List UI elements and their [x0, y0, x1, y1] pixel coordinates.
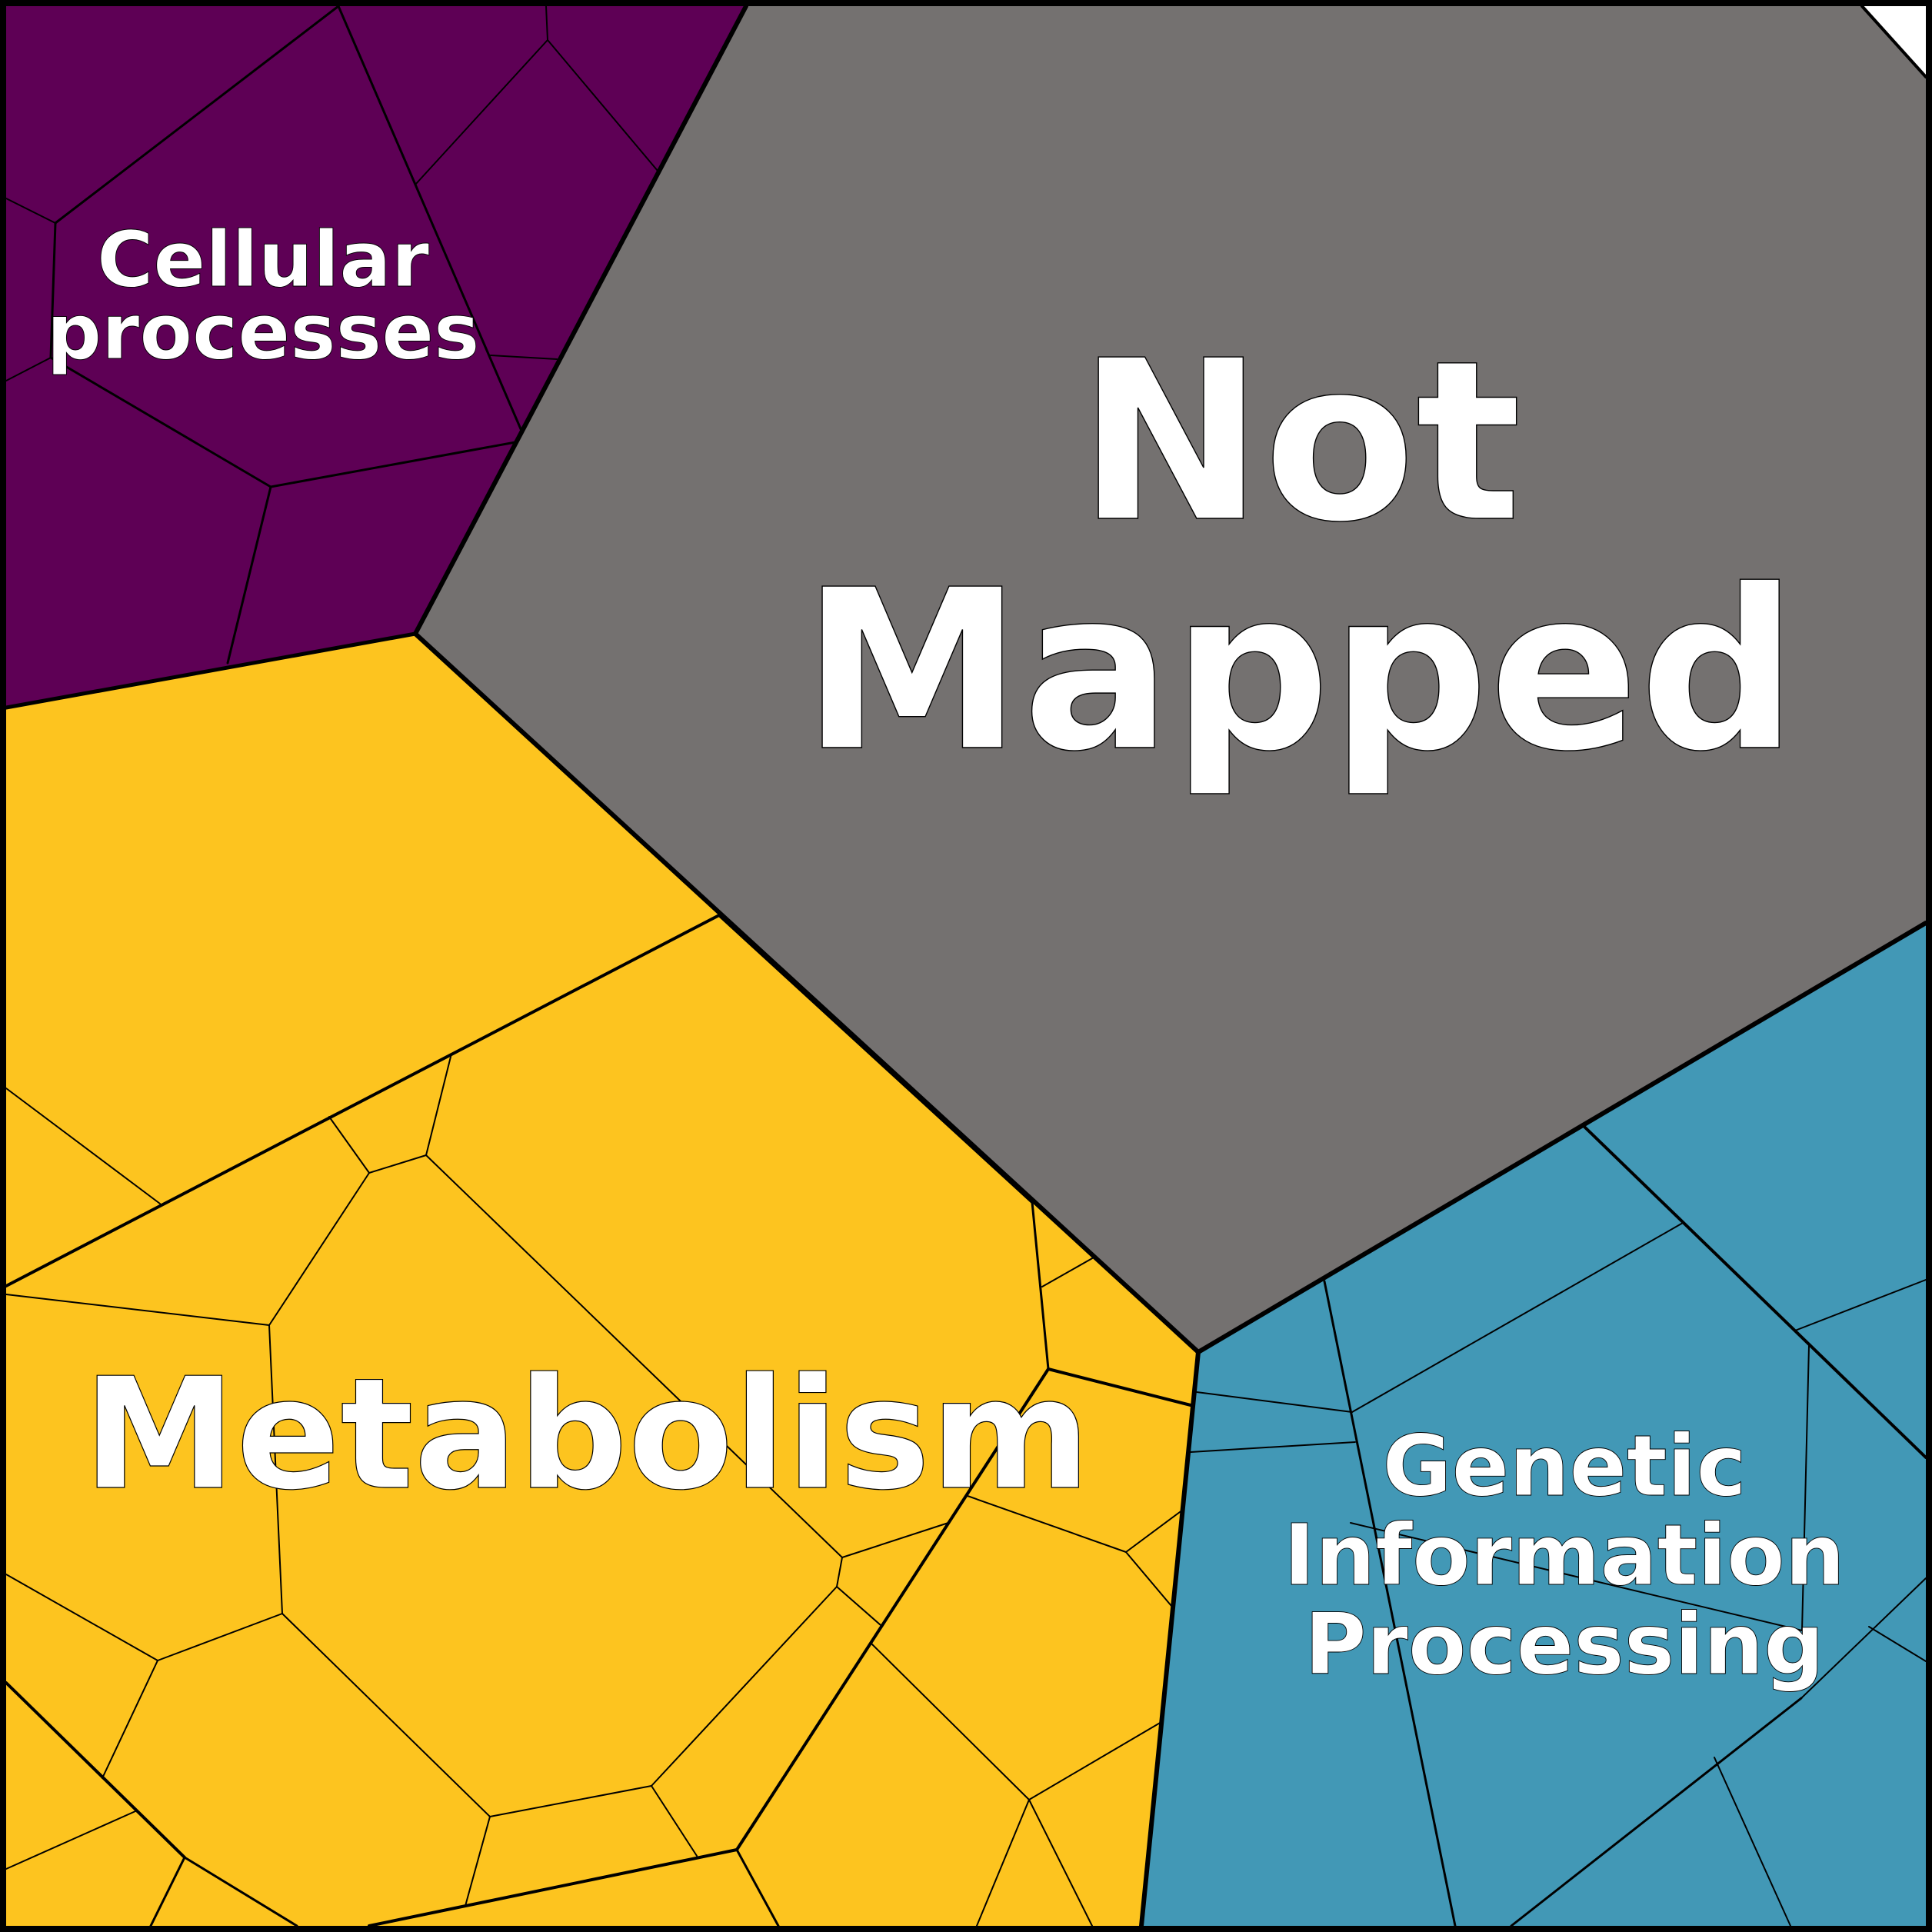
- cell-border: [1196, 1391, 1353, 1413]
- region-metabolism: [6, 634, 1198, 1926]
- cell-border: [651, 1586, 838, 1787]
- cell-border: [368, 1154, 427, 1174]
- cell-border: [547, 39, 658, 172]
- cell-border: [718, 914, 1034, 1204]
- cell-border: [1125, 1551, 1172, 1607]
- cell-border: [5, 1088, 161, 1204]
- cell-border: [5, 198, 56, 224]
- cell-border: [1047, 1367, 1195, 1407]
- cell-border: [425, 1053, 452, 1156]
- label-line: Processing: [1304, 1595, 1824, 1694]
- cell-border: [735, 1848, 780, 1927]
- cell-border: [1350, 1522, 1803, 1631]
- cell-border: [836, 1557, 843, 1587]
- region-genetic-information-processing: [1141, 923, 1926, 1926]
- cell-border: [545, 5, 548, 41]
- cell-border: [1190, 1441, 1356, 1453]
- cell-border: [836, 1586, 881, 1626]
- cell-border: [1031, 1201, 1050, 1371]
- cell-border: [268, 1172, 370, 1326]
- cell-border: [1583, 1125, 1927, 1459]
- label-line: Metabolism: [83, 1345, 1091, 1524]
- cell-border: [735, 1367, 1050, 1851]
- cell-border: [841, 1522, 949, 1558]
- category-regions: [6, 6, 1926, 1926]
- cell-border: [5, 914, 721, 1287]
- cell-border: [49, 222, 57, 359]
- cell-border: [5, 1574, 158, 1661]
- cell-border: [871, 1643, 1030, 1800]
- cell-border: [413, 631, 1201, 1354]
- cell-border: [1196, 921, 1928, 1354]
- cell-border: [489, 1785, 652, 1817]
- cell-border: [1801, 1345, 1810, 1631]
- cell-borders: [4, 4, 1928, 1928]
- cell-border: [465, 1816, 491, 1907]
- label-line: Information: [1284, 1506, 1845, 1604]
- cell-border: [976, 1799, 1030, 1927]
- legend-title: category: [1886, 25, 1924, 33]
- cell-border: [1028, 1721, 1162, 1800]
- cell-border: [5, 1681, 186, 1859]
- cell-border: [149, 1856, 186, 1927]
- cell-border: [1125, 1509, 1184, 1553]
- label-line: Mapped: [802, 542, 1798, 800]
- cell-border: [1351, 1222, 1684, 1413]
- cell-border: [1139, 1350, 1201, 1928]
- cell-border: [425, 1154, 843, 1558]
- label-line: processes: [46, 287, 479, 377]
- cell-border: [337, 5, 523, 432]
- cell-border: [183, 1856, 298, 1927]
- cell-border: [1860, 5, 1927, 78]
- cell-border: [651, 1785, 698, 1857]
- cell-border: [1800, 1577, 1927, 1699]
- cell-border: [415, 39, 548, 185]
- cell-border: [1510, 1697, 1803, 1927]
- region-cellular-processes: [6, 6, 746, 708]
- cell-border: [49, 356, 272, 488]
- cell-border: [281, 1613, 491, 1817]
- cell-border: [268, 1324, 283, 1614]
- cell-border: [490, 355, 558, 360]
- cell-border: [967, 1495, 1127, 1553]
- label-line: Cellular: [97, 215, 430, 305]
- cell-border: [1714, 1757, 1791, 1927]
- cell-border: [1868, 1626, 1927, 1662]
- cell-border: [413, 4, 748, 636]
- cell-border: [269, 441, 517, 488]
- cell-border: [54, 5, 340, 225]
- cell-border: [368, 1848, 738, 1927]
- cell-border: [1028, 1799, 1093, 1927]
- cell-border: [1323, 1280, 1457, 1927]
- cell-border: [226, 485, 272, 665]
- cell-border: [5, 1294, 270, 1326]
- cell-border: [328, 1116, 370, 1174]
- region-not-mapped: [415, 6, 1926, 1352]
- cell-border: [5, 1810, 136, 1870]
- cell-border: [1794, 1279, 1927, 1331]
- cell-border: [1041, 1257, 1094, 1287]
- label-metabolism: Metabolism: [83, 1345, 1091, 1524]
- cell-border: [102, 1660, 158, 1779]
- cell-border: [157, 1613, 283, 1661]
- cell-border: [4, 631, 418, 710]
- cell-border: [5, 357, 52, 381]
- label-line: Genetic: [1382, 1417, 1746, 1515]
- label-line: Not: [1078, 313, 1522, 571]
